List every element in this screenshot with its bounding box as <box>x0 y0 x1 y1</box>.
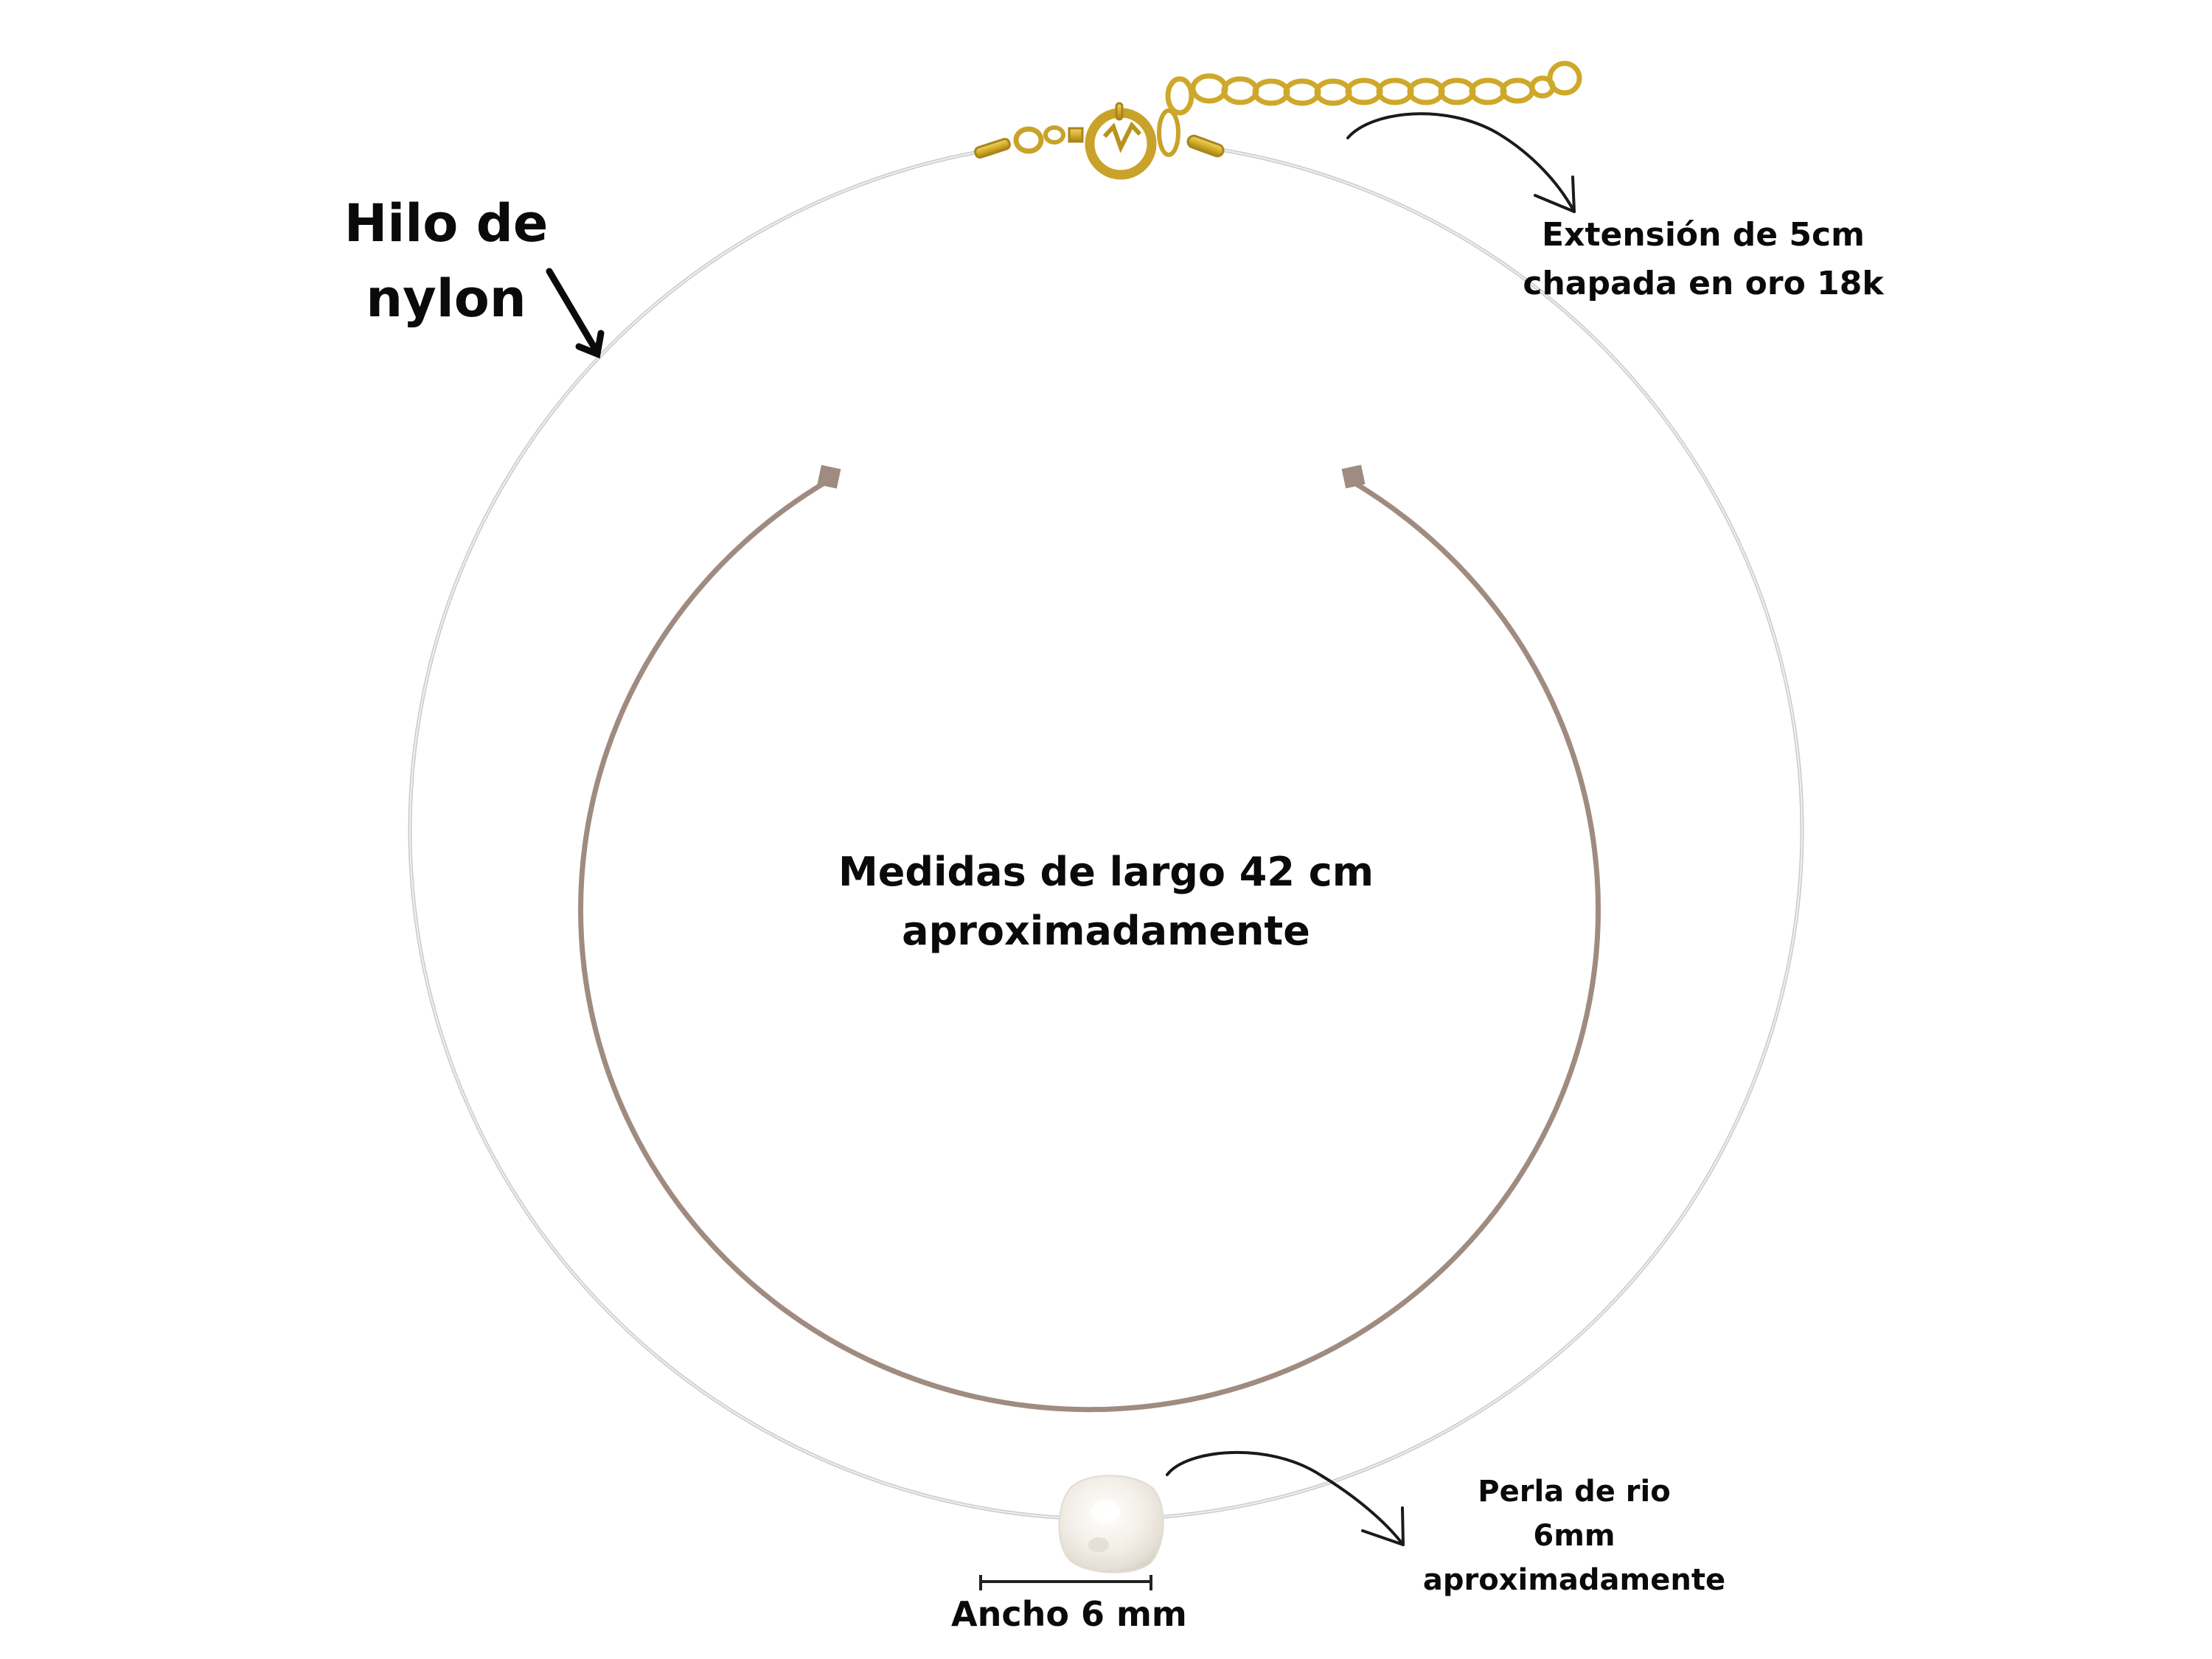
pearl-label-line1: Perla de rio <box>1478 1475 1671 1509</box>
width-dimension-line <box>979 1575 1152 1590</box>
pearl-arrow-icon <box>1166 1451 1405 1546</box>
length-label-line1: Medidas de largo 42 cm <box>838 849 1374 895</box>
pearl-label: Perla de rio 6mm aproximadamente <box>1394 1470 1755 1602</box>
width-label-text: Ancho 6 mm <box>951 1594 1187 1634</box>
extension-label: Extensión de 5cm chapada en oro 18k <box>1519 211 1888 308</box>
size-guide-arc <box>578 465 1601 1413</box>
pearl-label-line3: aproximadamente <box>1422 1563 1726 1597</box>
extension-chain <box>1165 60 1582 116</box>
thread-arrow-icon <box>546 268 605 359</box>
extension-label-line1: Extensión de 5cm <box>1542 216 1865 254</box>
size-guide-end-left <box>817 465 841 489</box>
length-label-line2: aproximadamente <box>902 908 1310 954</box>
extension-arrow-icon <box>1346 112 1576 213</box>
nylon-thread-label-line2: nylon <box>366 268 526 329</box>
length-label: Medidas de largo 42 cm aproximadamente <box>774 843 1438 961</box>
width-label: Ancho 6 mm <box>951 1594 1187 1634</box>
size-guide-end-right <box>1341 465 1366 489</box>
extension-label-line2: chapada en oro 18k <box>1523 265 1884 302</box>
nylon-thread-label: Hilo de nylon <box>332 186 560 336</box>
nylon-thread-label-line1: Hilo de <box>344 193 549 254</box>
gold-clasp <box>974 102 1225 180</box>
chain-end-ring <box>1547 60 1582 96</box>
pearl-label-line2: 6mm <box>1533 1519 1615 1553</box>
pearl <box>1058 1475 1164 1573</box>
